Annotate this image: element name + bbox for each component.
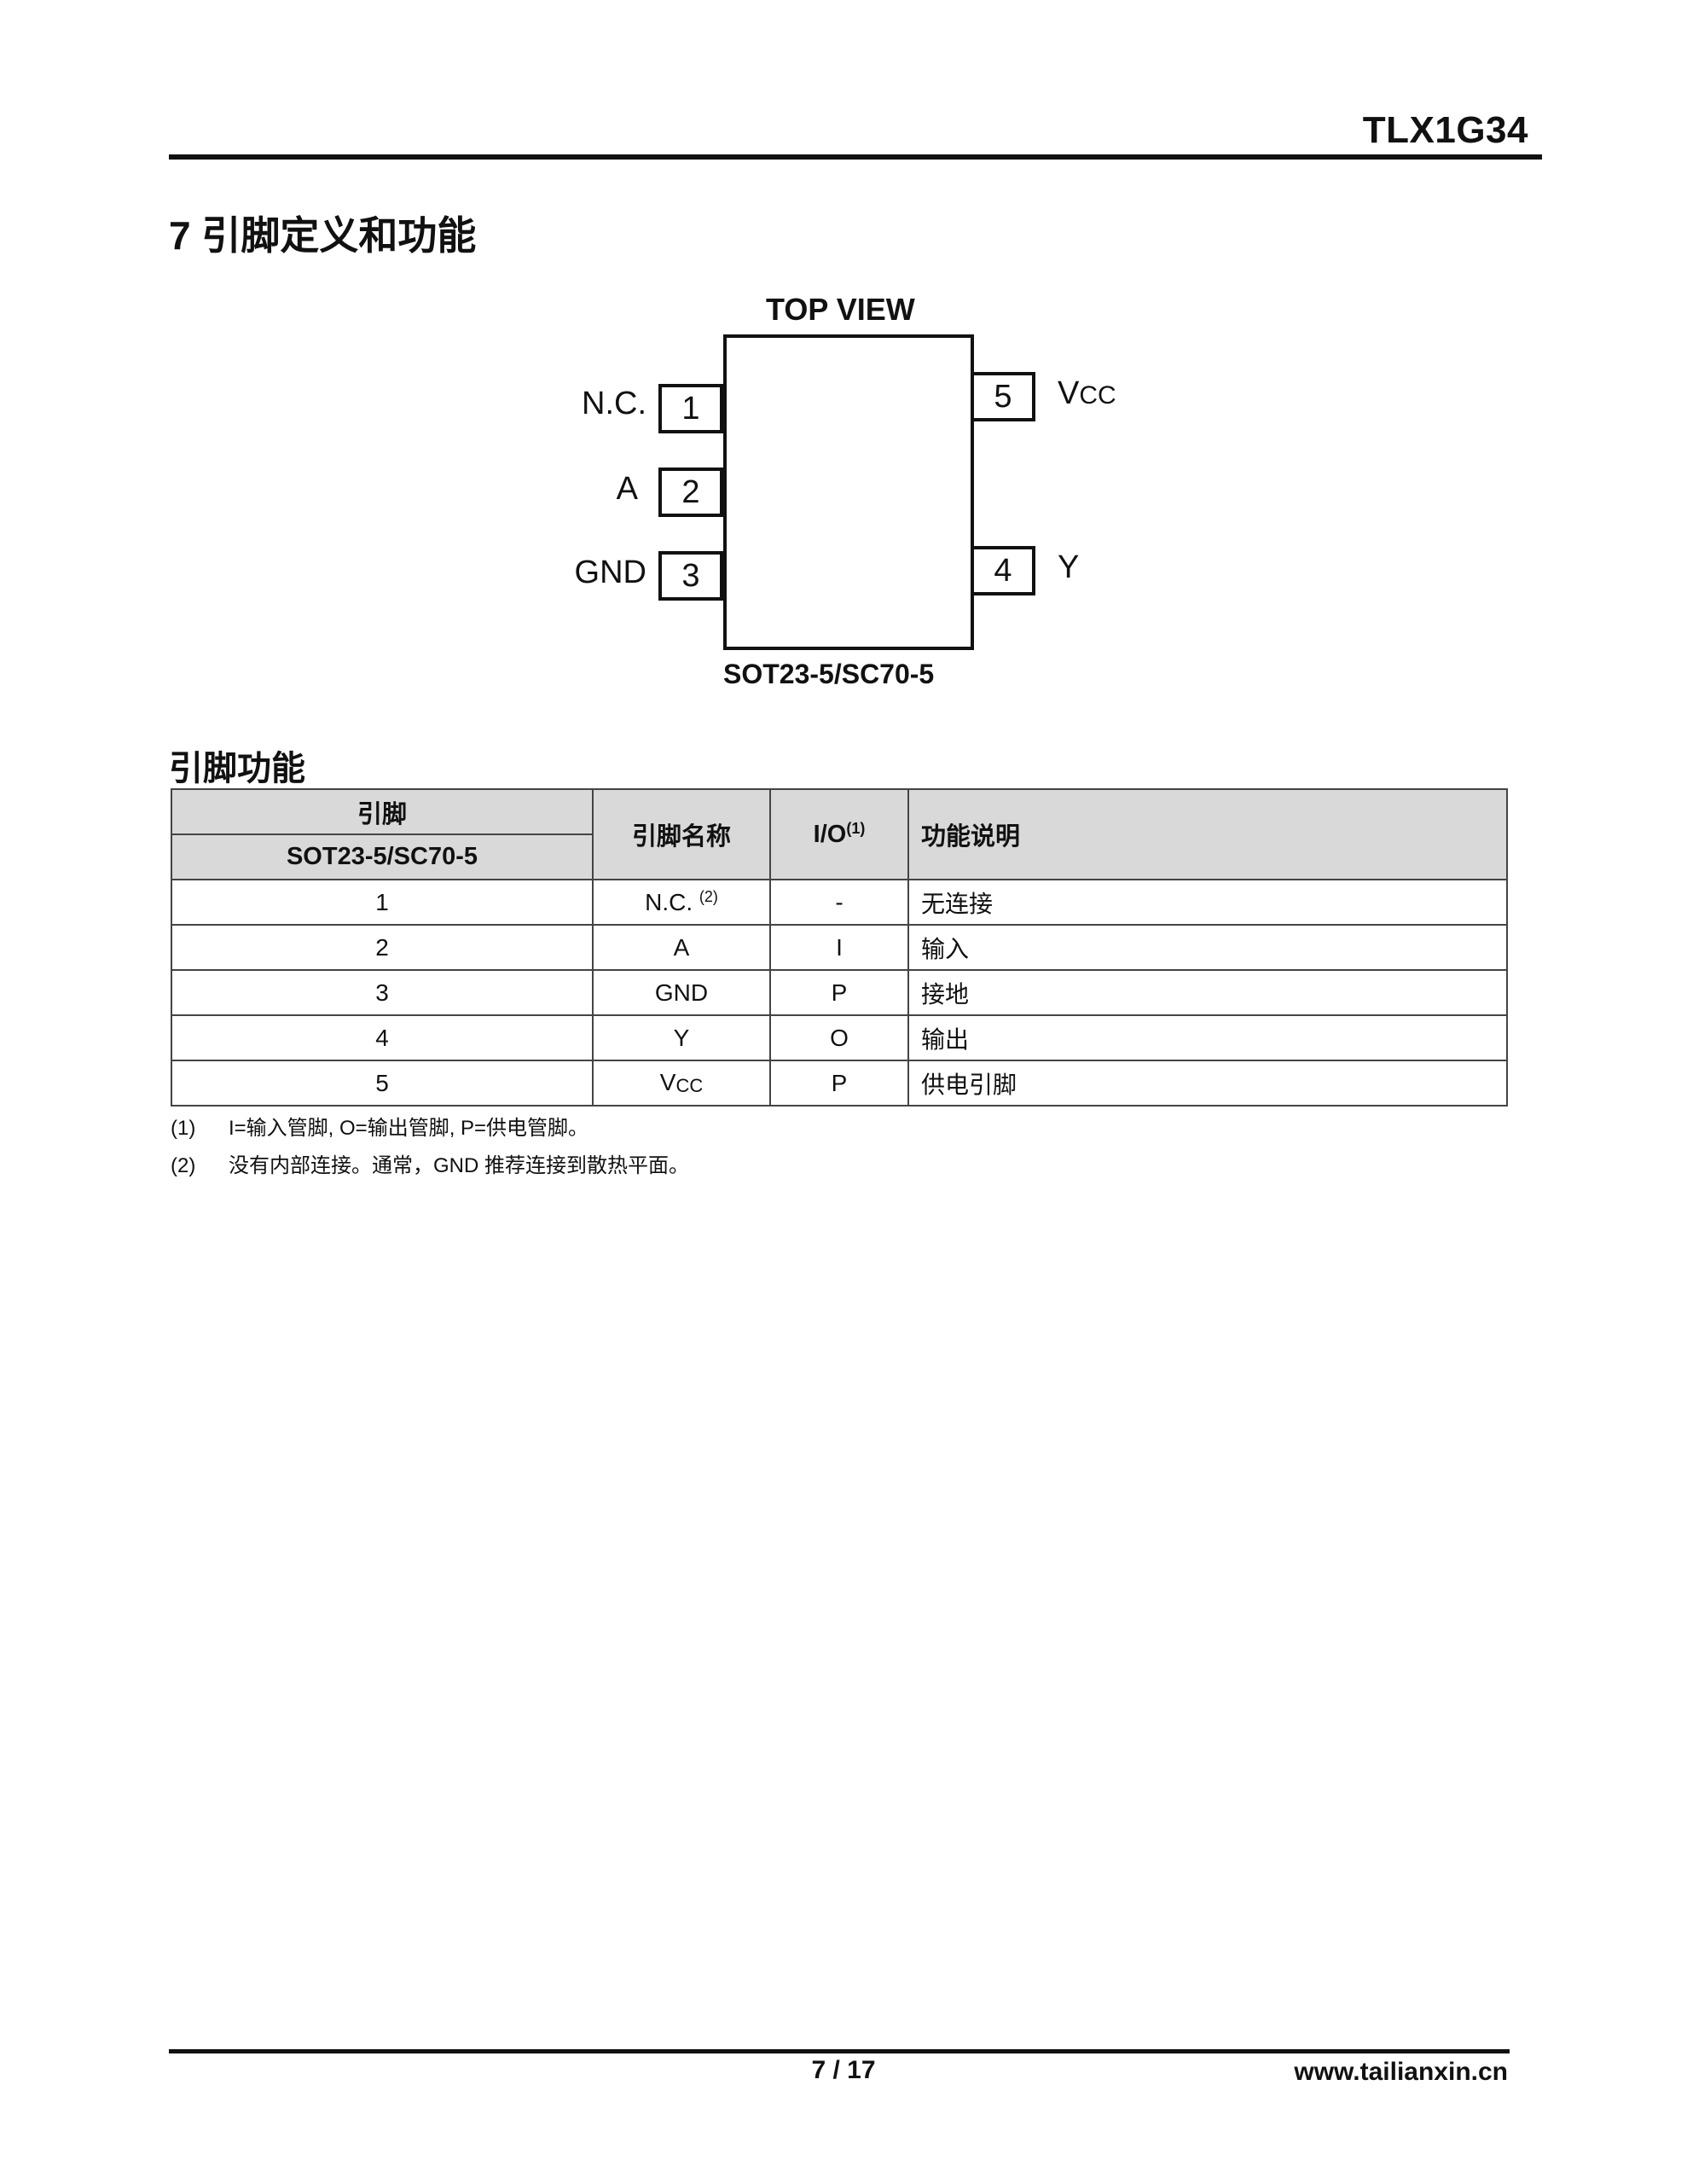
pin-3-box: 3 xyxy=(658,551,723,601)
cell-pin: 5 xyxy=(171,1060,594,1107)
cell-name: Y xyxy=(592,1014,771,1061)
cell-name-note: (2) xyxy=(699,888,718,905)
pin-2-label: A xyxy=(616,471,638,507)
chip-body xyxy=(723,334,974,650)
table-row: 5 VCC P 供电引脚 xyxy=(171,1060,1508,1107)
table-row: 3 GND P 接地 xyxy=(171,969,1508,1016)
footnote-1: (1) I=输入管脚, O=输出管脚, P=供电管脚。 xyxy=(171,1111,588,1141)
cell-desc: 供电引脚 xyxy=(907,1060,1508,1107)
pin-1-label: N.C. xyxy=(582,386,646,421)
cell-name: GND xyxy=(592,969,771,1016)
cell-name-text: N.C. xyxy=(645,889,693,915)
cell-io: P xyxy=(769,969,909,1016)
header-description: 功能说明 xyxy=(907,788,1508,880)
cell-pin: 4 xyxy=(171,1014,594,1061)
table-header-row: SOT23-5/SC70-5 xyxy=(171,834,1507,880)
pin-4-box: 4 xyxy=(971,546,1035,595)
header-pin: 引脚 xyxy=(171,788,594,835)
pin-5-label-main: V xyxy=(1058,375,1080,411)
pin-3-label: GND xyxy=(574,555,646,590)
cell-name: VCC xyxy=(592,1060,771,1107)
cell-desc: 输入 xyxy=(907,924,1508,971)
package-label: SOT23-5/SC70-5 xyxy=(723,659,935,689)
table-row: 4 Y O 输出 xyxy=(171,1014,1508,1061)
table-row: 1 N.C. (2) - 无连接 xyxy=(171,879,1508,926)
cell-name-sub: CC xyxy=(675,1075,704,1096)
cell-name: N.C. (2) xyxy=(592,879,771,926)
pin-5-label-sub: CC xyxy=(1079,381,1116,410)
pin-1-box: 1 xyxy=(658,384,723,433)
cell-desc: 无连接 xyxy=(907,879,1508,926)
footnote-1-num: (1) xyxy=(171,1117,196,1140)
cell-io: P xyxy=(769,1060,909,1107)
pin-1-number: 1 xyxy=(681,390,700,427)
top-view-label: TOP VIEW xyxy=(766,292,915,327)
header-rule xyxy=(169,154,1542,160)
section-title: 7 引脚定义和功能 xyxy=(169,213,477,258)
pin-2-box: 2 xyxy=(658,468,723,517)
pin-4-number: 4 xyxy=(994,552,1012,589)
header-io-note: (1) xyxy=(846,820,866,837)
cell-io: I xyxy=(769,924,909,971)
cell-pin: 3 xyxy=(171,969,594,1016)
pin-4-label: Y xyxy=(1058,549,1080,585)
header-io: I/O(1) xyxy=(769,788,909,880)
pin-function-table: 引脚 引脚名称 I/O(1) 功能说明 SOT23-5/SC70-5 1 N.C… xyxy=(171,788,1508,1107)
website-link[interactable]: www.tailianxin.cn xyxy=(1294,2058,1508,2086)
footnote-2-text: 没有内部连接。通常，GND 推荐连接到散热平面。 xyxy=(229,1154,689,1177)
pin-2-number: 2 xyxy=(681,473,700,510)
footnote-2: (2) 没有内部连接。通常，GND 推荐连接到散热平面。 xyxy=(171,1148,689,1178)
pin-5-number: 5 xyxy=(994,378,1012,415)
pin-5-box: 5 xyxy=(971,372,1035,421)
footer-rule xyxy=(169,2049,1510,2053)
footnote-2-num: (2) xyxy=(171,1154,196,1177)
table-header-row: 引脚 引脚名称 I/O(1) 功能说明 xyxy=(171,788,1508,880)
cell-io: - xyxy=(769,879,909,926)
cell-desc: 输出 xyxy=(907,1014,1508,1061)
cell-name-main: V xyxy=(659,1069,676,1095)
cell-name: A xyxy=(592,924,771,971)
pin-5-label: VCC xyxy=(1058,375,1116,412)
header-package: SOT23-5/SC70-5 xyxy=(171,834,594,880)
cell-pin: 1 xyxy=(171,879,594,926)
cell-pin: 2 xyxy=(171,924,594,971)
pin-function-title: 引脚功能 xyxy=(169,750,305,787)
page-number: 7 / 17 xyxy=(811,2056,876,2084)
header-pin-name: 引脚名称 xyxy=(592,788,771,880)
header-io-text: I/O xyxy=(813,821,847,848)
pin-3-number: 3 xyxy=(681,557,700,594)
cell-desc: 接地 xyxy=(907,969,1508,1016)
table-row: 2 A I 输入 xyxy=(171,924,1508,971)
cell-io: O xyxy=(769,1014,909,1061)
part-number: TLX1G34 xyxy=(1362,109,1528,151)
footnote-1-text: I=输入管脚, O=输出管脚, P=供电管脚。 xyxy=(229,1117,589,1140)
